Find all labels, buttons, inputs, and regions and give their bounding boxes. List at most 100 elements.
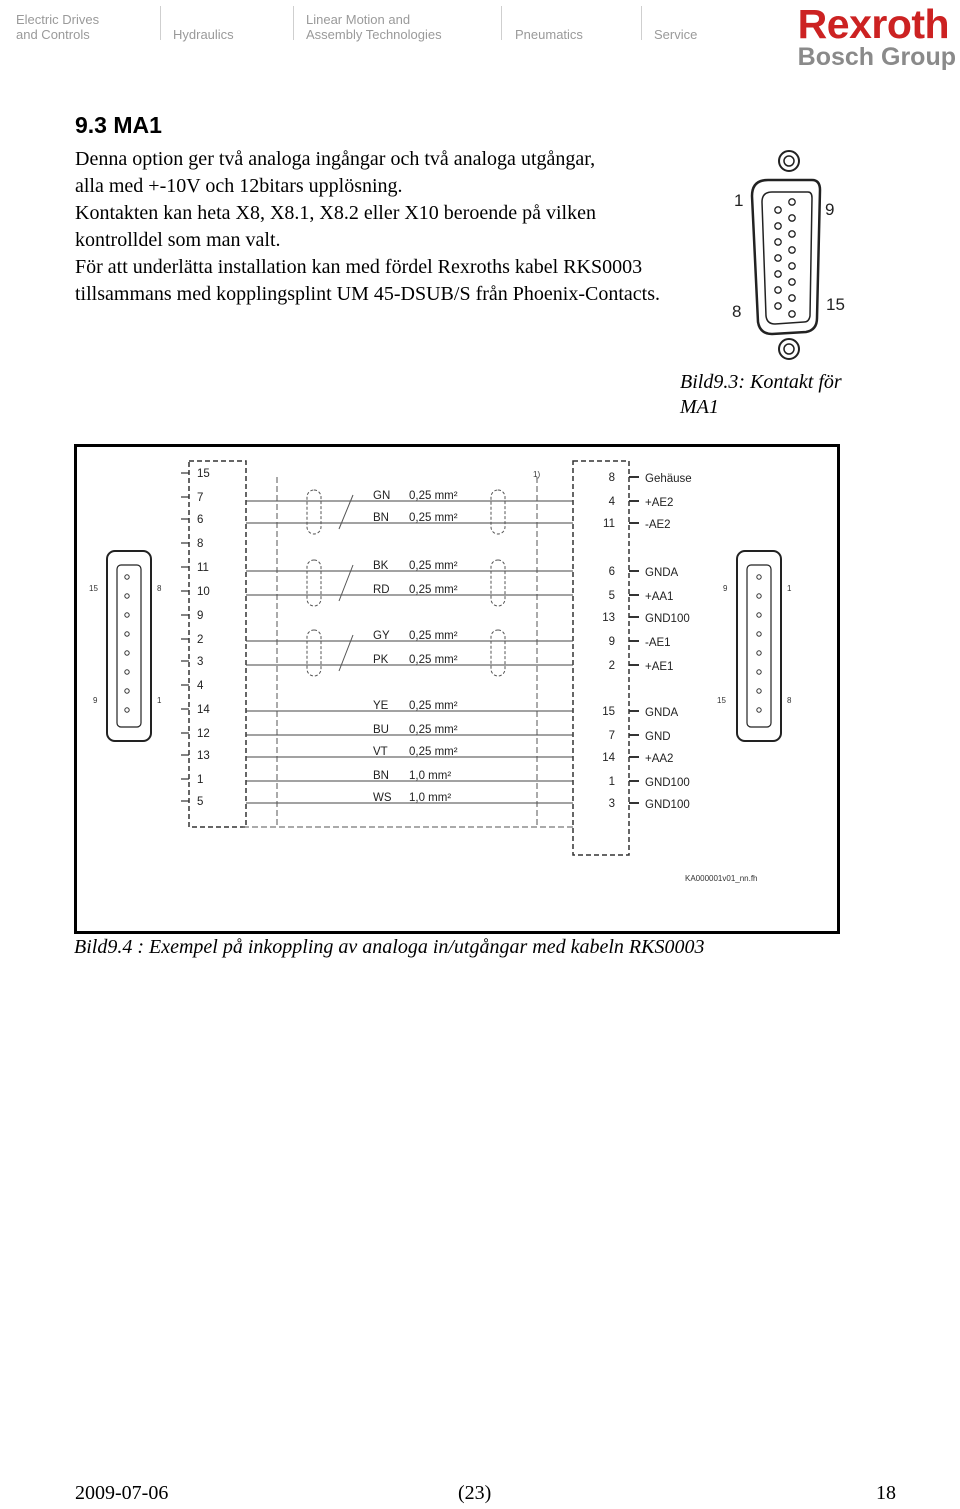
- right-pin-label: 11: [603, 518, 615, 530]
- twisted-pair-shield: [306, 559, 322, 607]
- signal-label: Gehäuse: [645, 473, 692, 485]
- signal-label: +AA2: [645, 753, 673, 765]
- pin-label: 9: [825, 200, 834, 219]
- wire-size-label: 0,25 mm²: [409, 630, 458, 642]
- body-paragraph: Denna option ger två analoga ingångar oc…: [75, 148, 596, 197]
- left-pin-label: 12: [197, 728, 210, 740]
- dsub-pin: [124, 593, 130, 599]
- rexroth-logo: Rexroth Bosch Group: [798, 2, 956, 70]
- signal-label: GND100: [645, 799, 690, 811]
- header-nav-electric-drives: Electric Drives and Controls: [16, 12, 100, 42]
- signal-label: -AE1: [645, 637, 671, 649]
- header-divider: [160, 6, 161, 40]
- dsub-pin: [756, 593, 762, 599]
- signal-label: +AA1: [645, 591, 673, 603]
- wire-size-label: 0,25 mm²: [409, 512, 458, 524]
- dsub-pin: [124, 688, 130, 694]
- signal-label: +AE2: [645, 497, 673, 509]
- left-pin-label: 9: [197, 610, 203, 622]
- dsub-pin: [124, 707, 130, 713]
- left-pin-label: 13: [197, 750, 210, 762]
- wire-color-label: BN: [373, 512, 389, 524]
- wire-color-label: VT: [373, 746, 388, 758]
- dsub-pin: [124, 612, 130, 618]
- dsub-pin: [124, 631, 130, 637]
- dsub-connector-figure: 1 9 8 15: [720, 140, 870, 370]
- wire-color-label: YE: [373, 700, 389, 712]
- wire-size-label: 0,25 mm²: [409, 490, 458, 502]
- footer-page-number: 18: [876, 1482, 896, 1504]
- right-pin-label: 14: [602, 752, 615, 764]
- pair-twist-mark: [338, 564, 354, 602]
- header-nav-linear-motion: Linear Motion and Assembly Technologies: [306, 12, 442, 42]
- wire-size-label: 0,25 mm²: [409, 700, 458, 712]
- left-pin-label: 5: [197, 796, 203, 808]
- mounting-screw-icon: [778, 338, 800, 360]
- body-paragraph: Kontakten kan heta X8, X8.1, X8.2 eller …: [75, 202, 596, 251]
- right-pin-label: 2: [609, 660, 615, 672]
- terminal-strip-left: [188, 460, 247, 828]
- wire-size-label: 0,25 mm²: [409, 654, 458, 666]
- left-pin-label: 7: [197, 492, 203, 504]
- left-pin-label: 6: [197, 514, 203, 526]
- wire-color-label: RD: [373, 584, 390, 596]
- conn-label: 15: [89, 584, 98, 593]
- left-dsub-inner: [116, 564, 142, 728]
- signal-label: +AE1: [645, 661, 673, 673]
- right-pin-label: 6: [609, 566, 615, 578]
- section-title: 9.3 MA1: [75, 112, 162, 138]
- conn-label: 1: [157, 696, 162, 705]
- wire-size-label: 1,0 mm²: [409, 792, 451, 804]
- right-pin-label: 13: [602, 612, 615, 624]
- right-pin-label: 1: [609, 776, 615, 788]
- twisted-pair-shield: [306, 629, 322, 677]
- dsub-shell: [750, 178, 822, 336]
- dsub-pin: [756, 574, 762, 580]
- left-pin-label: 11: [197, 562, 209, 574]
- signal-label: GNDA: [645, 567, 679, 579]
- dsub-pin: [124, 669, 130, 675]
- left-pin-label: 4: [197, 680, 204, 692]
- right-dsub-inner: [746, 564, 772, 728]
- page-header: Electric Drives and Controls Hydraulics …: [0, 0, 960, 78]
- signal-label: GND100: [645, 777, 690, 789]
- mounting-screw-icon: [778, 150, 800, 172]
- wire-size-label: 0,25 mm²: [409, 724, 458, 736]
- terminal-strip-right: [572, 460, 630, 856]
- dsub-shell-inner: [761, 191, 813, 325]
- section-body: Denna option ger två analoga ingångar oc…: [75, 146, 665, 308]
- signal-label: GNDA: [645, 707, 679, 719]
- brand-name: Rexroth: [797, 1, 950, 47]
- pin-label: 1: [734, 191, 743, 210]
- figure-caption: Bild9.3: Kontakt för MA1: [680, 371, 842, 418]
- body-paragraph: För att underlätta installation kan med …: [75, 256, 660, 305]
- footer-total-pages: (23): [458, 1482, 492, 1504]
- dsub-pin: [756, 650, 762, 656]
- conn-label: 1: [787, 584, 792, 593]
- dsub-pin: [124, 650, 130, 656]
- header-divider: [641, 6, 642, 40]
- left-pin-label: 1: [197, 774, 203, 786]
- right-pin-label: 3: [609, 798, 615, 810]
- conn-label: 9: [723, 584, 728, 593]
- dsub-pin: [756, 612, 762, 618]
- footnote-marker: 1): [533, 470, 540, 479]
- dsub-pin: [756, 631, 762, 637]
- conn-label: 8: [787, 696, 792, 705]
- header-divider: [501, 6, 502, 40]
- dsub-pin: [124, 574, 130, 580]
- wire-color-label: PK: [373, 654, 389, 666]
- dsub-pin: [756, 707, 762, 713]
- twisted-pair-shield: [490, 629, 506, 677]
- left-dsub-connector: [106, 550, 152, 742]
- wire-color-label: BU: [373, 724, 389, 736]
- header-divider: [293, 6, 294, 40]
- twisted-pair-shield: [306, 489, 322, 535]
- brand-subtitle: Bosch Group: [797, 43, 956, 71]
- conn-label: 9: [93, 696, 98, 705]
- wire-size-label: 0,25 mm²: [409, 560, 458, 572]
- wire-size-label: 1,0 mm²: [409, 770, 451, 782]
- right-pin-label: 15: [602, 706, 615, 718]
- wire-color-label: WS: [373, 792, 392, 804]
